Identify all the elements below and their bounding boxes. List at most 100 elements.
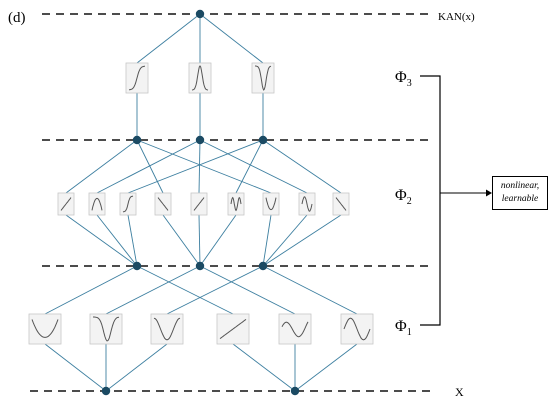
output-label: KAN(x) [438,11,475,23]
bot-tile-5-curve [343,317,371,341]
mid-tile-7-curve [301,196,313,212]
mid-tile-7 [298,192,316,216]
mid-edge-high-2 [127,139,264,194]
mid-tile-1-curve [91,197,103,211]
mid-edge-low-5 [199,214,237,267]
mid-tile-0-curve [60,197,72,211]
mid-edge-high-7 [199,139,308,194]
bot-edge-high-3 [136,265,234,315]
mid-tile-4-curve [193,197,205,211]
phi-bracket [420,75,492,326]
input-label: X [455,385,464,399]
mid-tile-6-frame [262,192,280,216]
mid-tile-8-curve [335,197,347,211]
bot-tile-0-frame [28,313,62,345]
bot-edge-low-2 [105,343,168,392]
mid-tile-5-frame [227,192,245,216]
mid-edge-high-5 [235,139,264,194]
mid-tile-2 [119,192,137,216]
bot-edge-high-0 [44,265,138,315]
edges [44,13,358,392]
bot-tile-2-curve [153,317,181,341]
output-node-0 [195,9,205,19]
top-tile-2 [251,62,275,94]
hidden1-node-2 [258,261,268,271]
mid-tile-5-curve [230,196,242,212]
mid-tile-3 [154,192,172,216]
mid-edge-high-1 [96,139,201,194]
bot-edge-low-5 [294,343,358,392]
bracket-line [420,75,441,326]
top-tile-1-curve [191,65,209,91]
top-edge-high-2 [199,13,264,64]
mid-edge-high-4 [198,139,201,194]
bot-tile-5 [340,313,374,345]
phi-3-label: Φ3 [395,69,412,89]
top-tile-0-curve [129,65,145,91]
mid-edge-low-4 [198,214,201,267]
bot-tile-2-frame [150,313,184,345]
bot-tile-4-frame [278,313,312,345]
bot-tile-4-curve [281,321,309,338]
bot-edge-high-4 [199,265,296,315]
input-node-0 [101,386,111,396]
bot-tile-1 [89,313,123,345]
top-tile-1-frame [188,62,212,94]
hidden2-node-0 [132,135,142,145]
activation-tiles [28,62,374,345]
layer-lines [30,13,432,392]
bot-tile-3-curve [219,318,247,340]
bot-edge-high-5 [262,265,358,315]
mid-tile-0 [57,192,75,216]
bot-edge-high-1 [105,265,201,315]
hidden2-node-2 [258,135,268,145]
mid-edge-low-2 [127,214,138,267]
nonlinear-learnable-box: nonlinear, learnable [492,176,548,210]
panel-label: (d) [8,10,26,26]
bot-tile-4 [278,313,312,345]
hidden1-node-1 [195,261,205,271]
top-tile-1 [188,62,212,94]
nodes [101,9,300,396]
phi-2-label: Φ2 [395,187,412,207]
input-node-1 [290,386,300,396]
mid-tile-5 [227,192,245,216]
mid-tile-2-curve [122,195,134,213]
mid-edge-low-6 [262,214,272,267]
mid-edge-low-3 [162,214,201,267]
mid-tile-3-curve [157,197,169,211]
mid-edge-low-1 [96,214,138,267]
mid-edge-low-7 [262,214,308,267]
bot-tile-0-curve [31,319,59,338]
bot-tile-1-curve [93,316,120,342]
mid-tile-6-curve [265,197,277,211]
bot-tile-2 [150,313,184,345]
mid-tile-8 [332,192,350,216]
bot-tile-3 [216,313,250,345]
mid-tile-1-frame [88,192,106,216]
top-tile-2-frame [251,62,275,94]
mid-edge-high-8 [262,139,342,194]
mid-edge-high-6 [136,139,272,194]
phi-1-label: Φ1 [395,318,412,338]
mid-tile-1 [88,192,106,216]
top-edge-high-0 [136,13,201,64]
mid-edge-low-0 [65,214,138,267]
bot-edge-low-3 [232,343,296,392]
bot-edge-low-0 [44,343,107,392]
mid-edge-high-3 [136,139,164,194]
box-line-1: nonlinear, [500,181,540,191]
mid-edge-high-0 [65,139,138,194]
top-tile-2-curve [255,65,272,91]
mid-edge-low-8 [262,214,342,267]
bot-tile-0 [28,313,62,345]
top-tile-0 [125,62,149,94]
bot-edge-high-2 [166,265,264,315]
arrow-head-icon [486,189,492,197]
hidden1-node-0 [132,261,142,271]
hidden2-node-1 [195,135,205,145]
mid-tile-6 [262,192,280,216]
box-line-2: learnable [501,194,539,204]
mid-tile-4 [190,192,208,216]
